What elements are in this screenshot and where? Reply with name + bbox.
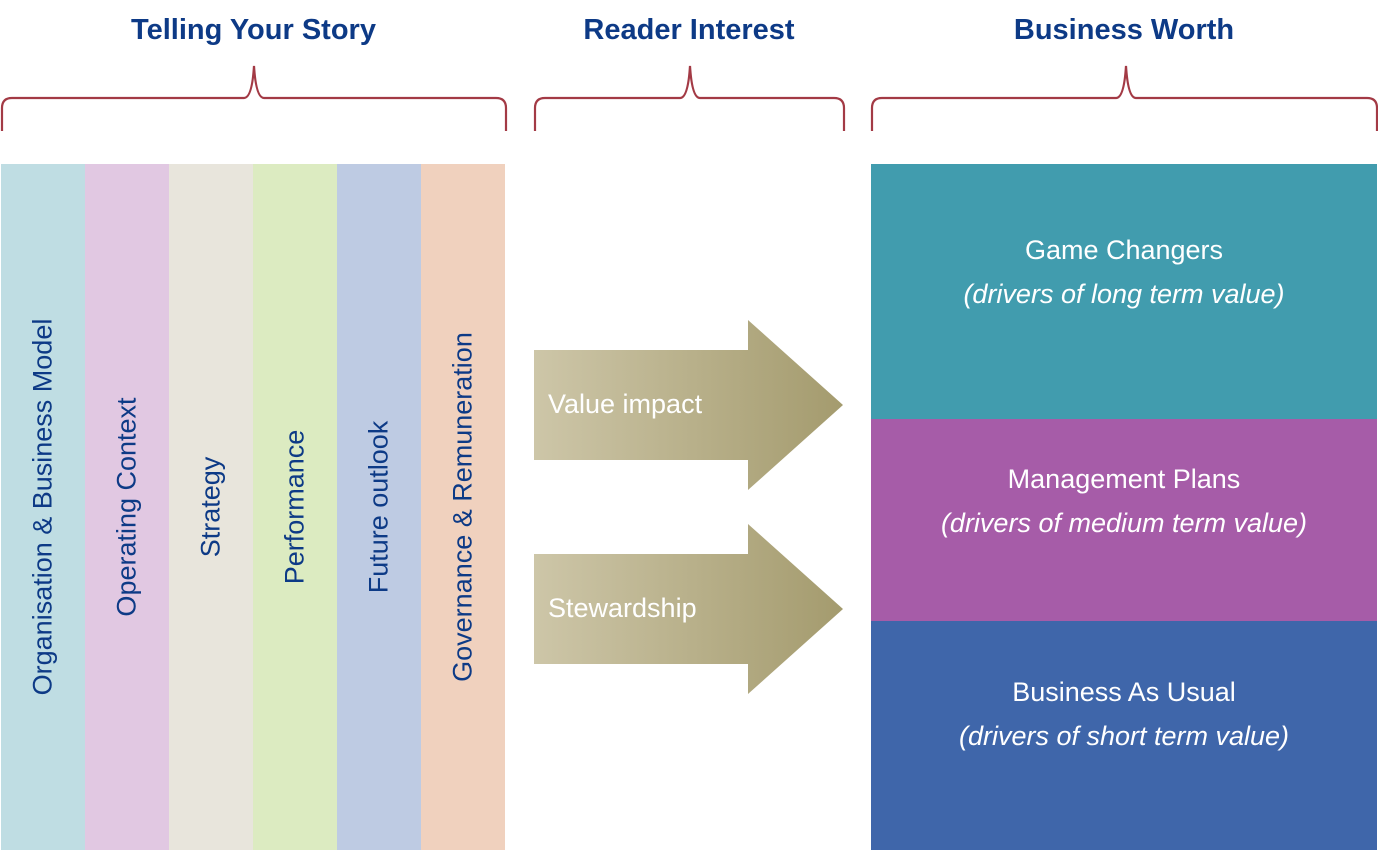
story-column-governance-remuneration: Governance & Remuneration	[421, 164, 505, 850]
brackets	[0, 65, 1378, 131]
worth-box-title: Business As Usual	[1012, 677, 1236, 707]
arrow-label-stewardship: Stewardship	[548, 593, 697, 623]
bracket-reader-interest	[533, 65, 846, 131]
worth-box-game-changers: Game Changers (drivers of long term valu…	[871, 164, 1377, 419]
worth-box-business-as-usual: Business As Usual (drivers of short term…	[871, 621, 1377, 850]
heading-telling-your-story: Telling Your Story	[131, 14, 376, 46]
story-column-future-outlook: Future outlook	[337, 164, 421, 850]
bracket-telling-your-story	[0, 65, 508, 131]
worth-box-subtitle: (drivers of short term value)	[958, 721, 1290, 751]
bracket-business-worth	[870, 65, 1378, 131]
worth-box-subtitle: (drivers of long term value)	[963, 278, 1285, 309]
arrow-value-impact-shape	[534, 320, 843, 490]
worth-box-subtitle: (drivers of medium term value)	[940, 508, 1308, 538]
arrow-label-value-impact: Value impact	[548, 389, 703, 419]
heading-business-worth: Business Worth	[1013, 14, 1235, 46]
story-column-organisation-business-model: Organisation & Business Model	[1, 164, 85, 850]
story-column-operating-context: Operating Context	[85, 164, 169, 850]
worth-box-title: Management Plans	[1007, 464, 1241, 494]
story-column-performance: Performance	[253, 164, 337, 850]
arrow-stewardship-shape	[534, 524, 843, 694]
heading-reader-interest: Reader Interest	[583, 14, 795, 46]
worth-box-management-plans: Management Plans (drivers of medium term…	[871, 419, 1377, 621]
story-column-strategy: Strategy	[169, 164, 253, 850]
worth-box-title: Game Changers	[1024, 234, 1224, 265]
